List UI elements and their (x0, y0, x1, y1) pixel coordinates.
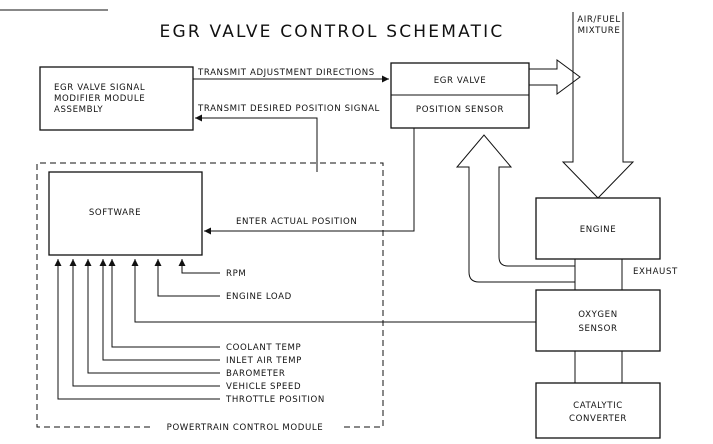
position-sensor-label: POSITION SENSOR (416, 105, 504, 115)
egr-valve-label: EGR VALVE (434, 76, 487, 86)
transmit-desired-line (195, 114, 318, 172)
input-line-coolant-temp (108, 259, 220, 348)
signal-modifier-label-3: ASSEMBLY (54, 105, 103, 115)
signal-modifier-label-2: MODIFIER MODULE (54, 94, 145, 104)
software-box (48, 171, 203, 256)
input-line-barometer (84, 259, 220, 374)
air-fuel-arrow (561, 12, 635, 199)
catalytic-converter-label-2: CONVERTER (569, 414, 627, 424)
oxygen-sensor-signal-line (131, 259, 536, 323)
transmit-desired-label: TRANSMIT DESIRED POSITION SIGNAL (197, 104, 380, 114)
software-label: SOFTWARE (89, 208, 141, 218)
catalytic-converter-label-1: CATALYTIC (573, 401, 623, 411)
engine-box (535, 197, 661, 260)
signal-modifier-label-1: EGR VALVE SIGNAL (54, 83, 145, 93)
air-fuel-label-1: AIR/FUEL (577, 15, 621, 25)
input-label-vehicle-speed: VEHICLE SPEED (226, 382, 301, 392)
oxygen-sensor-box (535, 289, 661, 352)
engine-label: ENGINE (580, 225, 617, 235)
diagram-title: EGR VALVE CONTROL SCHEMATIC (160, 22, 505, 42)
air-fuel-label-2: MIXTURE (578, 26, 621, 36)
catalytic-converter-box (535, 382, 661, 439)
input-line-rpm (178, 259, 220, 274)
powertrain-module-label: POWERTRAIN CONTROL MODULE (167, 423, 324, 433)
enter-actual-label: ENTER ACTUAL POSITION (236, 217, 357, 227)
powertrain-module-boundary (36, 162, 384, 428)
input-label-barometer: BAROMETER (226, 369, 285, 379)
input-label-coolant-temp: COOLANT TEMP (226, 343, 301, 353)
egr-flow-arrow (529, 59, 581, 95)
oxygen-sensor-label-1: OXYGEN (578, 310, 617, 320)
input-line-throttle-position (54, 259, 220, 400)
input-label-throttle-position: THROTTLE POSITION (225, 395, 325, 405)
exhaust-recirculation-arrow (455, 134, 575, 283)
exhaust-label: EXHAUST (633, 267, 678, 277)
input-line-vehicle-speed (69, 259, 220, 387)
transmit-adjustment-label: TRANSMIT ADJUSTMENT DIRECTIONS (197, 68, 375, 78)
input-label-inlet-air-temp: INLET AIR TEMP (226, 356, 302, 366)
input-line-engine-load (154, 259, 220, 297)
input-line-inlet-air-temp (99, 259, 220, 361)
signal-modifier-box (39, 66, 194, 131)
enter-actual-line (204, 128, 415, 235)
input-label-engine-load: ENGINE LOAD (226, 292, 292, 302)
oxygen-sensor-label-2: SENSOR (578, 324, 617, 334)
input-label-rpm: RPM (226, 269, 246, 279)
